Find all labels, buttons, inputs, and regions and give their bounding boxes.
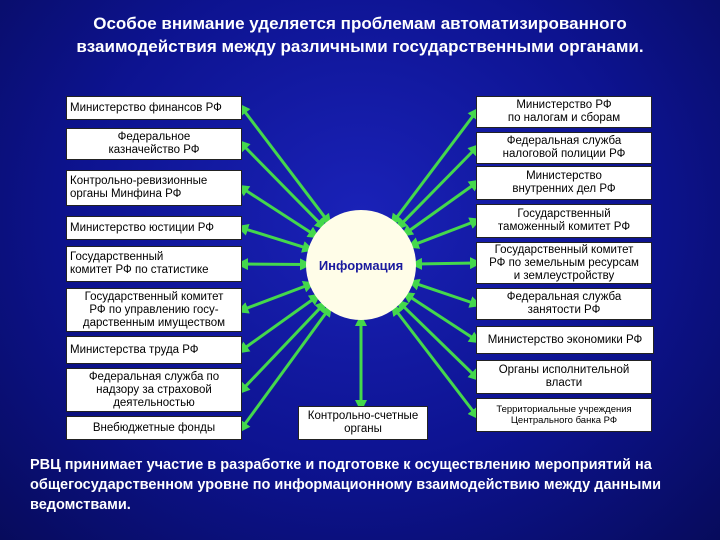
box-minfin: Министерство финансов РФ bbox=[66, 96, 242, 120]
box-audit-minfin: Контрольно-ревизионные органы Минфина РФ bbox=[66, 170, 242, 206]
box-internal-affairs: Министерство внутренних дел РФ bbox=[476, 166, 652, 200]
box-extrabudget-funds: Внебюджетные фонды bbox=[66, 416, 242, 440]
connector-arrow-12 bbox=[406, 217, 482, 249]
box-central-bank: Территориальные учреждения Центрального … bbox=[476, 398, 652, 432]
box-executive-bodies: Органы исполнительной власти bbox=[476, 360, 652, 394]
connector-arrow-17 bbox=[390, 303, 480, 420]
box-justice: Министерство юстиции РФ bbox=[66, 216, 242, 240]
connector-arrow-2 bbox=[236, 184, 320, 239]
box-insurance-supervision: Федеральная служба по надзору за страхов… bbox=[66, 368, 242, 412]
connector-arrow-10 bbox=[395, 143, 481, 231]
connector-arrow-3 bbox=[236, 224, 315, 253]
box-customs: Государственный таможенный комитет РФ bbox=[476, 204, 652, 238]
box-labor: Министерства труда РФ bbox=[66, 336, 242, 364]
box-land-committee: Государственный комитет РФ по земельным … bbox=[476, 242, 652, 284]
connector-arrow-5 bbox=[236, 281, 316, 314]
connector-arrow-0 bbox=[238, 103, 332, 226]
box-treasury: Федеральное казначейство РФ bbox=[66, 128, 242, 160]
box-statistics: Государственный комитет РФ по статистике bbox=[66, 246, 242, 282]
slide-title: Особое внимание уделяется проблемам авто… bbox=[76, 14, 644, 56]
information-hub: Информация bbox=[306, 210, 416, 320]
hub-label: Информация bbox=[318, 257, 404, 273]
footer-text: РВЦ принимает участие в разработке и под… bbox=[30, 457, 662, 513]
connector-arrow-9 bbox=[390, 107, 480, 226]
box-property-committee: Государственный комитет РФ по управлению… bbox=[66, 288, 242, 332]
box-tax-police: Федеральная служба налоговой полиции РФ bbox=[476, 132, 652, 164]
connector-arrow-13 bbox=[410, 257, 482, 270]
connector-arrow-14 bbox=[407, 278, 482, 308]
box-tax-ministry: Министерство РФ по налогам и сборам bbox=[476, 96, 652, 128]
connector-arrow-7 bbox=[237, 300, 328, 395]
connector-arrow-8 bbox=[238, 304, 333, 433]
box-economy: Министерство экономики РФ bbox=[476, 326, 654, 354]
box-audit-chambers: Контрольно-счетные органы bbox=[298, 406, 428, 440]
connector-arrow-4 bbox=[236, 258, 312, 271]
box-employment: Федеральная служба занятости РФ bbox=[476, 288, 652, 320]
